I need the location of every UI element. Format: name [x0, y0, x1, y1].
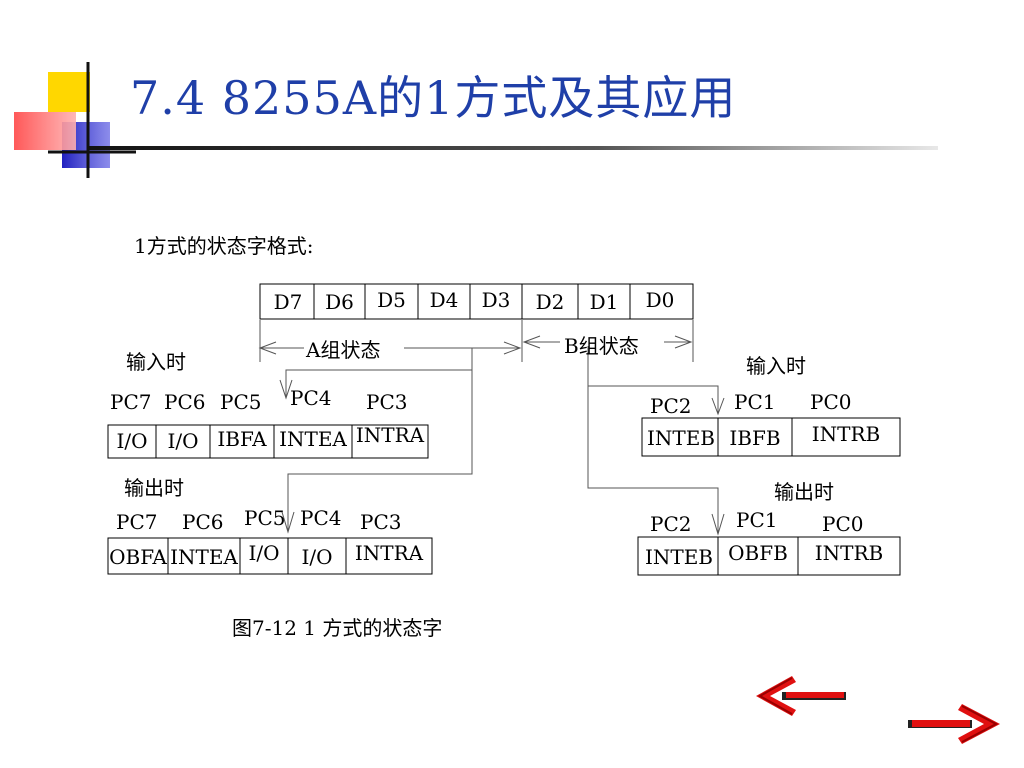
group-a-status-label: A组状态 — [306, 338, 381, 362]
pin-label: PC7 — [116, 510, 158, 534]
status-word-format-label: 1方式的状态字格式: — [134, 234, 314, 258]
bit-label: D6 — [325, 290, 354, 314]
status-bit-value: I/O — [248, 541, 280, 565]
status-bit-value: OBFB — [728, 541, 788, 565]
group-b-status-label: B组状态 — [564, 334, 639, 358]
status-bit-value: INTRA — [355, 423, 425, 447]
red-left-arrow-icon[interactable] — [752, 672, 852, 722]
bit-label: D0 — [645, 288, 675, 312]
bit-label: D7 — [273, 290, 303, 314]
status-bit-value: I/O — [116, 429, 148, 453]
pin-label: PC5 — [220, 390, 262, 414]
port-b-input-heading: 输入时 — [746, 354, 806, 378]
pin-label: PC6 — [164, 390, 206, 414]
pin-label: PC3 — [360, 510, 402, 534]
slide-title: 7.4 8255A的1方式及其应用 — [130, 71, 737, 125]
bit-label: D3 — [481, 288, 511, 312]
bit-label: D1 — [589, 290, 619, 314]
pin-label: PC2 — [650, 394, 692, 418]
pin-label: PC5 — [244, 506, 286, 530]
status-bit-value: IBFA — [217, 427, 267, 451]
pin-label: PC4 — [300, 506, 342, 530]
figure-caption: 图7-12 1 方式的状态字 — [232, 616, 443, 640]
pin-label: PC7 — [110, 390, 152, 414]
status-bit-value: I/O — [301, 545, 333, 569]
bit-label: D5 — [377, 288, 406, 312]
status-bit-value: INTEA — [170, 545, 238, 569]
bit-label: D2 — [535, 290, 565, 314]
slide-logo-decoration — [14, 62, 136, 178]
status-bit-value: INTRB — [814, 541, 884, 565]
pin-label: PC0 — [822, 512, 864, 536]
status-bit-value: I/O — [167, 429, 199, 453]
status-bit-value: INTEA — [279, 427, 347, 451]
pin-label: PC4 — [290, 386, 332, 410]
pin-label: PC6 — [182, 510, 224, 534]
status-bit-value: INTEB — [644, 545, 714, 569]
pin-label: PC1 — [734, 390, 776, 414]
pin-label: PC2 — [650, 512, 692, 536]
pin-label: PC0 — [810, 390, 852, 414]
status-bit-value: IBFB — [729, 426, 781, 450]
status-bit-value: OBFA — [109, 545, 167, 569]
pin-label: PC3 — [366, 390, 408, 414]
title-underline — [88, 146, 938, 150]
bit-label: D4 — [429, 288, 459, 312]
port-b-output-heading: 输出时 — [774, 480, 834, 504]
pin-label: PC1 — [736, 508, 778, 532]
port-a-output-heading: 输出时 — [124, 476, 184, 500]
red-right-arrow-icon[interactable] — [904, 700, 1004, 750]
status-bit-value: INTEB — [646, 426, 716, 450]
status-bit-value: INTRB — [811, 422, 881, 446]
port-a-input-heading: 输入时 — [126, 350, 186, 374]
status-bit-value: INTRA — [354, 541, 424, 565]
